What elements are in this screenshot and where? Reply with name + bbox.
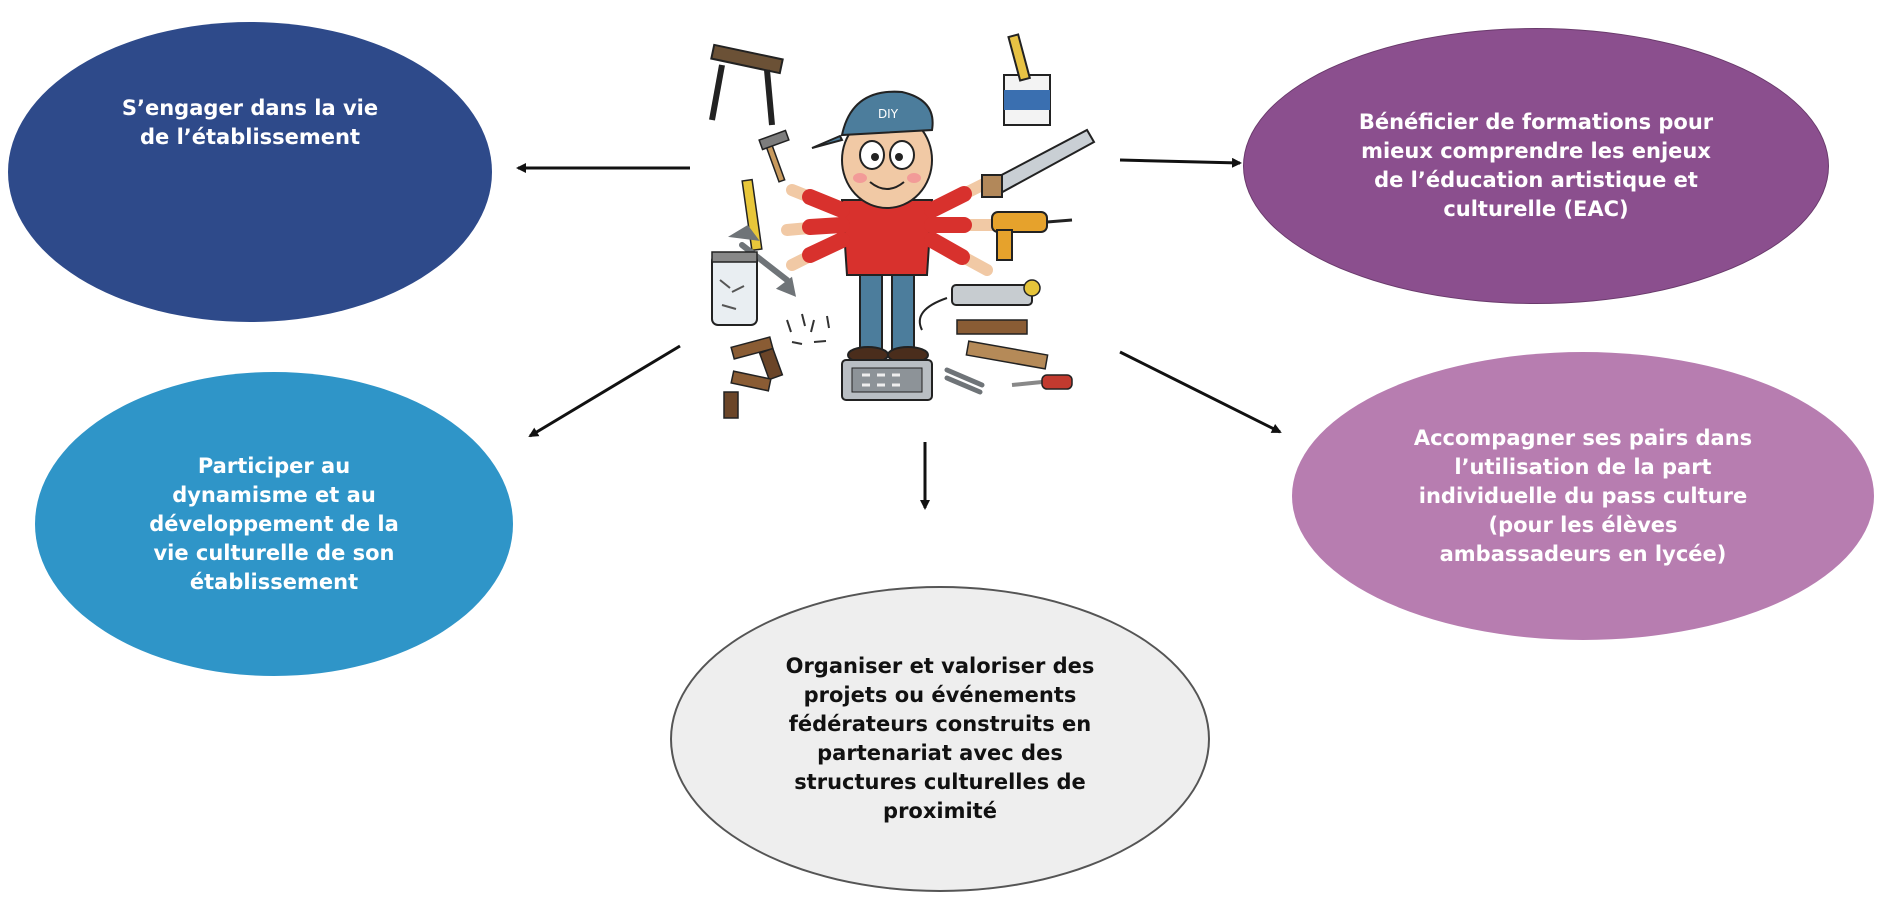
node-accompagner: Accompagner ses pairs dans l’utilisation… xyxy=(1292,352,1874,640)
node-accompagner-text: Accompagner ses pairs dans l’utilisation… xyxy=(1413,425,1753,566)
toolbox-icon xyxy=(841,359,933,401)
node-participer: Participer au dynamisme et au développem… xyxy=(35,372,513,676)
ruler-icon xyxy=(741,178,763,252)
screwdriver-icon xyxy=(1011,374,1073,390)
sander-icon xyxy=(918,279,1041,331)
pliers-icon xyxy=(944,367,985,395)
arrow-to-participer xyxy=(528,344,681,438)
node-engage-text: S’engager dans la vie de l’établissement xyxy=(121,96,379,149)
cap-label: DIY xyxy=(878,107,899,121)
handyman-figure-icon: DIY xyxy=(781,90,998,364)
node-formation: Bénéficier de formations pour mieux comp… xyxy=(1243,28,1829,304)
node-engage: S’engager dans la vie de l’établissement xyxy=(8,22,492,322)
hammer-icon xyxy=(758,129,790,183)
saw-icon xyxy=(981,128,1096,198)
diy-handyman-illustration: DIY xyxy=(709,33,1096,419)
wrench-icon xyxy=(728,225,797,297)
sawhorse-icon xyxy=(709,43,784,126)
paint-can-icon xyxy=(1003,33,1051,126)
arrow-to-accompagner xyxy=(1119,350,1282,434)
wood-planks-icon xyxy=(723,319,1049,419)
screw-jar-icon xyxy=(711,251,758,326)
drill-icon xyxy=(991,211,1073,261)
node-organiser: Organiser et valoriser des projets ou év… xyxy=(670,586,1210,892)
nails-icon xyxy=(786,313,830,345)
node-formation-text: Bénéficier de formations pour mieux comp… xyxy=(1358,110,1714,221)
node-organiser-text: Organiser et valoriser des projets ou év… xyxy=(785,654,1095,823)
node-participer-text: Participer au dynamisme et au développem… xyxy=(149,453,399,594)
arrow-to-formation xyxy=(1119,157,1242,168)
